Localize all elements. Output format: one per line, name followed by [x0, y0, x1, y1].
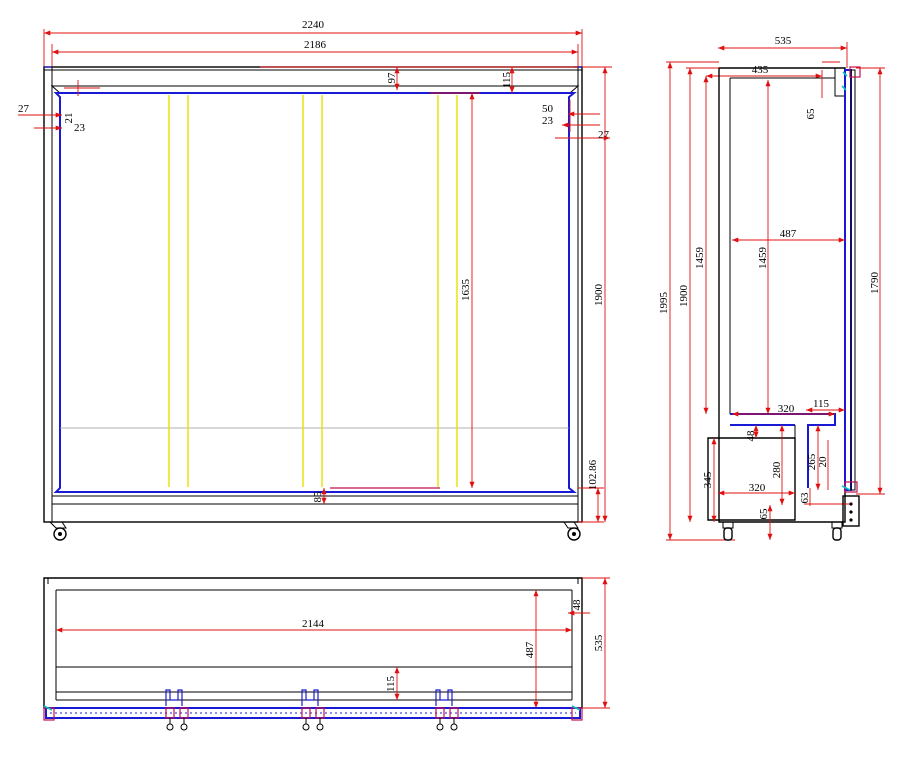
dim-top-487: 487 [524, 641, 536, 658]
top-door-rail [45, 707, 581, 719]
dim-2186: 2186 [304, 39, 327, 51]
dim-side-320-top: 320 [778, 403, 795, 415]
dim-side-320-bottom: 320 [749, 482, 766, 494]
dim-side-115: 115 [813, 398, 830, 410]
dim-side-265: 265 [806, 453, 818, 470]
dim-side-280: 280 [771, 461, 783, 478]
dim-102-86: 102.86 [587, 459, 599, 490]
dim-1635: 1635 [460, 279, 472, 302]
dim-21: 21 [63, 113, 75, 124]
dim-top-115: 115 [385, 675, 397, 692]
dim-85: 85 [312, 491, 324, 503]
dim-side-1459-outer: 1459 [694, 247, 706, 270]
side-hinge-bracket [842, 495, 860, 527]
top-hinge-cluster-1 [165, 689, 189, 731]
dim-115: 115 [501, 71, 513, 88]
caster-right [563, 521, 581, 541]
dim-side-1900: 1900 [678, 285, 690, 308]
dim-50: 50 [542, 103, 554, 115]
top-hinge-cluster-3 [435, 689, 459, 731]
front-width-dimension-2240: 2240 [43, 19, 583, 68]
dim-top-48: 48 [571, 599, 583, 611]
dim-2240: 2240 [302, 19, 325, 31]
dim-97: 97 [386, 72, 398, 84]
front-canopy [50, 85, 580, 94]
dim-side-435: 435 [752, 64, 769, 76]
side-caster-front [722, 521, 734, 541]
dim-side-20: 20 [817, 456, 829, 468]
dim-top-2144: 2144 [302, 618, 325, 630]
front-cabinet-frame [43, 66, 583, 523]
side-door-profile [844, 69, 852, 491]
top-view: 2144 48 535 487 115 [43, 577, 610, 731]
front-width-dimension-2186: 2186 [51, 39, 579, 68]
front-view: 2240 2186 97 115 [18, 19, 612, 541]
dim-side-535: 535 [775, 35, 792, 47]
side-caster-back [831, 521, 843, 541]
dim-side-345: 345 [702, 471, 714, 488]
dim-side-1790: 1790 [869, 272, 881, 295]
dim-27-right: 27 [598, 129, 610, 141]
side-view: 535 435 65 487 1459 1459 1900 [658, 35, 885, 541]
dim-23-left: 23 [74, 122, 86, 134]
dim-23-right: 23 [542, 115, 554, 127]
dim-side-1459-inner: 1459 [757, 247, 769, 270]
dim-top-535: 535 [593, 634, 605, 651]
dim-side-1995: 1995 [658, 292, 670, 315]
dim-side-487: 487 [780, 228, 797, 240]
dim-side-65-top: 65 [805, 108, 817, 120]
side-cabinet-body [718, 67, 846, 523]
front-door-frame [53, 92, 577, 493]
dim-side-65-bottom: 65 [758, 508, 770, 520]
dim-27-left: 27 [18, 103, 30, 115]
side-machine-compartment [707, 437, 796, 521]
dim-side-63: 63 [799, 492, 811, 504]
top-cabinet-outline [43, 577, 583, 709]
dim-1900: 1900 [593, 284, 605, 307]
top-hinge-cluster-2 [301, 689, 325, 731]
caster-left [49, 521, 67, 541]
dim-side-48: 48 [745, 430, 757, 442]
